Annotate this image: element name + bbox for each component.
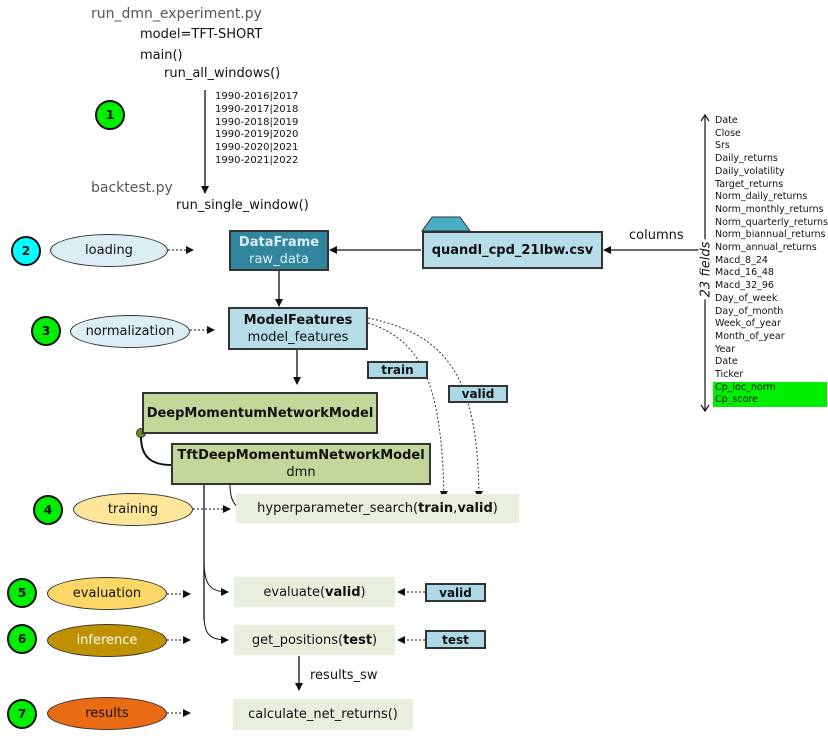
column-field-highlighted: Cp_loc_norm (713, 381, 827, 395)
script-file: run_dmn_experiment.py (91, 6, 262, 22)
column-field: Macd_8_24 (715, 254, 768, 266)
valid-input-tag: valid (425, 583, 486, 602)
csv-file-name: quandl_cpd_21lbw.csv (431, 242, 594, 258)
main-call: main() (140, 48, 183, 63)
dmn-to-positions-arrow (203, 614, 229, 644)
positions-arg: test (343, 632, 373, 648)
step-training: training (73, 493, 193, 526)
evaluate-fn-name: evaluate( (263, 584, 326, 600)
step-7-badge: 7 (7, 699, 37, 729)
column-list: Date Close Srs Daily_returns Daily_volat… (713, 115, 828, 408)
columns-label: columns (629, 228, 684, 243)
dmn-to-evaluate-arrow (203, 559, 229, 596)
window-item: 1990-2019|2020 (215, 129, 299, 141)
base-model-name: DeepMomentumNetworkModel (146, 405, 374, 421)
hyper-arg-train: train (418, 501, 454, 516)
window-item: 1990-2020|2021 (215, 142, 299, 154)
step-6-badge: 6 (7, 624, 37, 654)
step-normalization: normalization (70, 315, 190, 348)
column-field: Norm_annual_returns (715, 242, 817, 254)
column-field: Ticker (715, 369, 744, 381)
hyper-arg-valid: valid (457, 501, 493, 516)
model-features-name: model_features (247, 329, 349, 345)
column-field: Macd_32_96 (715, 280, 774, 292)
step-5-badge: 5 (7, 578, 37, 608)
step-2-badge: 2 (11, 236, 41, 266)
window-item: 1990-2017|2018 (215, 103, 299, 115)
dataframe-title: DataFrame (238, 234, 320, 250)
test-input-tag: test (425, 630, 486, 649)
window-item: 1990-2018|2019 (215, 116, 299, 128)
column-field-highlighted: Cp_score (713, 394, 827, 408)
positions-fn-name: get_positions( (251, 632, 344, 648)
column-field: Norm_biannual_returns (715, 229, 826, 241)
train-tag: train (367, 361, 428, 379)
fields-bracket-bottom (700, 404, 710, 413)
column-field: Norm_quarterly_returns (715, 216, 828, 228)
hyper-fn-name: hyperparameter_search( (257, 501, 419, 516)
step-3-badge: 3 (31, 316, 61, 346)
column-field: Close (715, 127, 741, 139)
evaluate-arg: valid (325, 584, 361, 600)
step-loading: loading (50, 234, 168, 267)
csv-file-box[interactable]: quandl_cpd_21lbw.csv (422, 231, 603, 269)
positions-close: ) (372, 632, 378, 648)
column-field: Year (715, 343, 736, 355)
evaluate-close: ) (360, 584, 366, 600)
inheritance-line (140, 436, 173, 466)
column-field: Norm_daily_returns (715, 191, 808, 203)
column-field: Day_of_month (715, 305, 784, 317)
model-instance-name: dmn (286, 465, 316, 480)
column-field: Srs (715, 140, 730, 152)
column-field: Macd_16_48 (715, 267, 774, 279)
column-field: Day_of_week (715, 292, 778, 304)
calculate-net-returns-box[interactable]: calculate_net_returns() (233, 699, 413, 730)
column-field: Date (715, 115, 738, 126)
window-item: 1990-2016|2017 (215, 91, 299, 102)
model-arg: model=TFT-SHORT (140, 27, 263, 42)
get-positions-box[interactable]: get_positions(test) (234, 625, 395, 655)
window-list: 1990-2016|2017 1990-2017|2018 1990-2018|… (215, 91, 298, 168)
derived-model-name: TftDeepMomentumNetworkModel (177, 448, 425, 463)
results-sw-label: results_sw (310, 668, 378, 683)
step-1-badge: 1 (95, 100, 125, 130)
fields-count-label: 23 fields (698, 239, 714, 300)
deep-momentum-model-box[interactable]: DeepMomentumNetworkModel (142, 392, 378, 434)
valid-flow-curve (367, 317, 483, 499)
step-evaluation: evaluation (47, 577, 167, 610)
step-4-badge: 4 (33, 495, 63, 525)
hyper-close: ) (492, 501, 498, 516)
hyperparameter-search-box[interactable]: hyperparameter_search(train, valid) (236, 494, 519, 523)
column-field: Date (715, 356, 738, 368)
window-item: 1990-2021|2022 (215, 154, 299, 166)
evaluate-box[interactable]: evaluate(valid) (234, 577, 395, 607)
dataframe-box[interactable]: DataFrame raw_data (229, 230, 329, 271)
dataframe-name: raw_data (249, 251, 309, 267)
run-single-window-call: run_single_window() (176, 198, 309, 213)
column-field: Daily_returns (715, 153, 778, 165)
column-field: Week_of_year (715, 318, 781, 330)
step-inference: inference (47, 624, 167, 657)
run-all-windows-call: run_all_windows() (164, 66, 281, 81)
valid-tag: valid (448, 385, 508, 403)
model-features-title: ModelFeatures (243, 312, 353, 328)
column-field: Target_returns (715, 178, 784, 190)
model-features-box[interactable]: ModelFeatures model_features (228, 307, 368, 350)
column-field: Norm_monthly_returns (715, 203, 824, 215)
step-results: results (47, 697, 167, 730)
column-field: Daily_volatility (715, 165, 785, 177)
fields-bracket-top (700, 113, 710, 122)
column-field: Month_of_year (715, 330, 785, 342)
csv-folder-tab (421, 216, 471, 232)
hyper-sep: , (453, 501, 458, 516)
backtest-file: backtest.py (91, 180, 173, 196)
tft-model-box[interactable]: TftDeepMomentumNetworkModel dmn (171, 443, 431, 485)
